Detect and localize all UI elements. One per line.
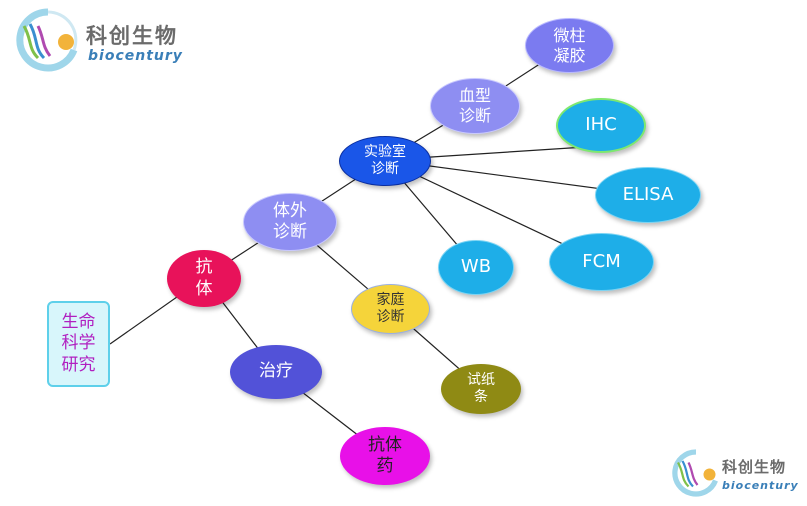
logo-top-en: biocentury [88,48,183,64]
node-blood-type-label: 血型 诊断 [458,86,491,125]
node-ihc-label: IHC [585,114,617,136]
logo-bottom: 科创生物 biocentury [666,448,806,500]
node-wb: WB [438,240,514,295]
node-wb-label: WB [460,256,492,278]
node-antibody: 抗 体 [167,250,241,307]
node-antibody-drug-label: 抗体 药 [368,434,402,476]
logo-emblem-icon [672,449,718,497]
node-microcolumn: 微柱 凝胶 [525,18,614,73]
node-fcm: FCM [549,233,654,291]
logo-top-cn: 科创生物 [86,24,178,48]
node-home-diag-label: 家庭 诊断 [376,291,405,326]
node-lab-diag: 实验室 诊断 [339,136,431,186]
node-test-strip-label: 试纸 条 [467,371,495,406]
node-ihc: IHC [556,98,646,153]
logo-bottom-en: biocentury [722,479,799,492]
node-therapy-label: 治疗 [259,361,293,382]
logo-top: 科创生物 biocentury [8,8,208,72]
node-home-diag: 家庭 诊断 [351,284,430,334]
logo-emblem-icon [16,8,78,72]
node-in-vitro: 体外 诊断 [243,193,337,251]
node-microcolumn-label: 微柱 凝胶 [553,25,586,65]
node-fcm-label: FCM [582,250,621,272]
node-blood-type: 血型 诊断 [430,78,520,134]
node-life-science-label: 生命 科学 研究 [61,312,96,375]
node-elisa: ELISA [595,167,701,223]
node-in-vitro-label: 体外 诊断 [273,200,307,242]
node-antibody-drug: 抗体 药 [340,427,430,485]
node-antibody-label: 抗 体 [195,257,213,299]
node-test-strip: 试纸 条 [441,364,521,414]
node-therapy: 治疗 [230,345,322,399]
node-lab-diag-label: 实验室 诊断 [364,143,406,178]
node-elisa-label: ELISA [622,183,674,205]
node-life-science: 生命 科学 研究 [47,301,110,387]
logo-bottom-cn: 科创生物 [722,458,787,476]
